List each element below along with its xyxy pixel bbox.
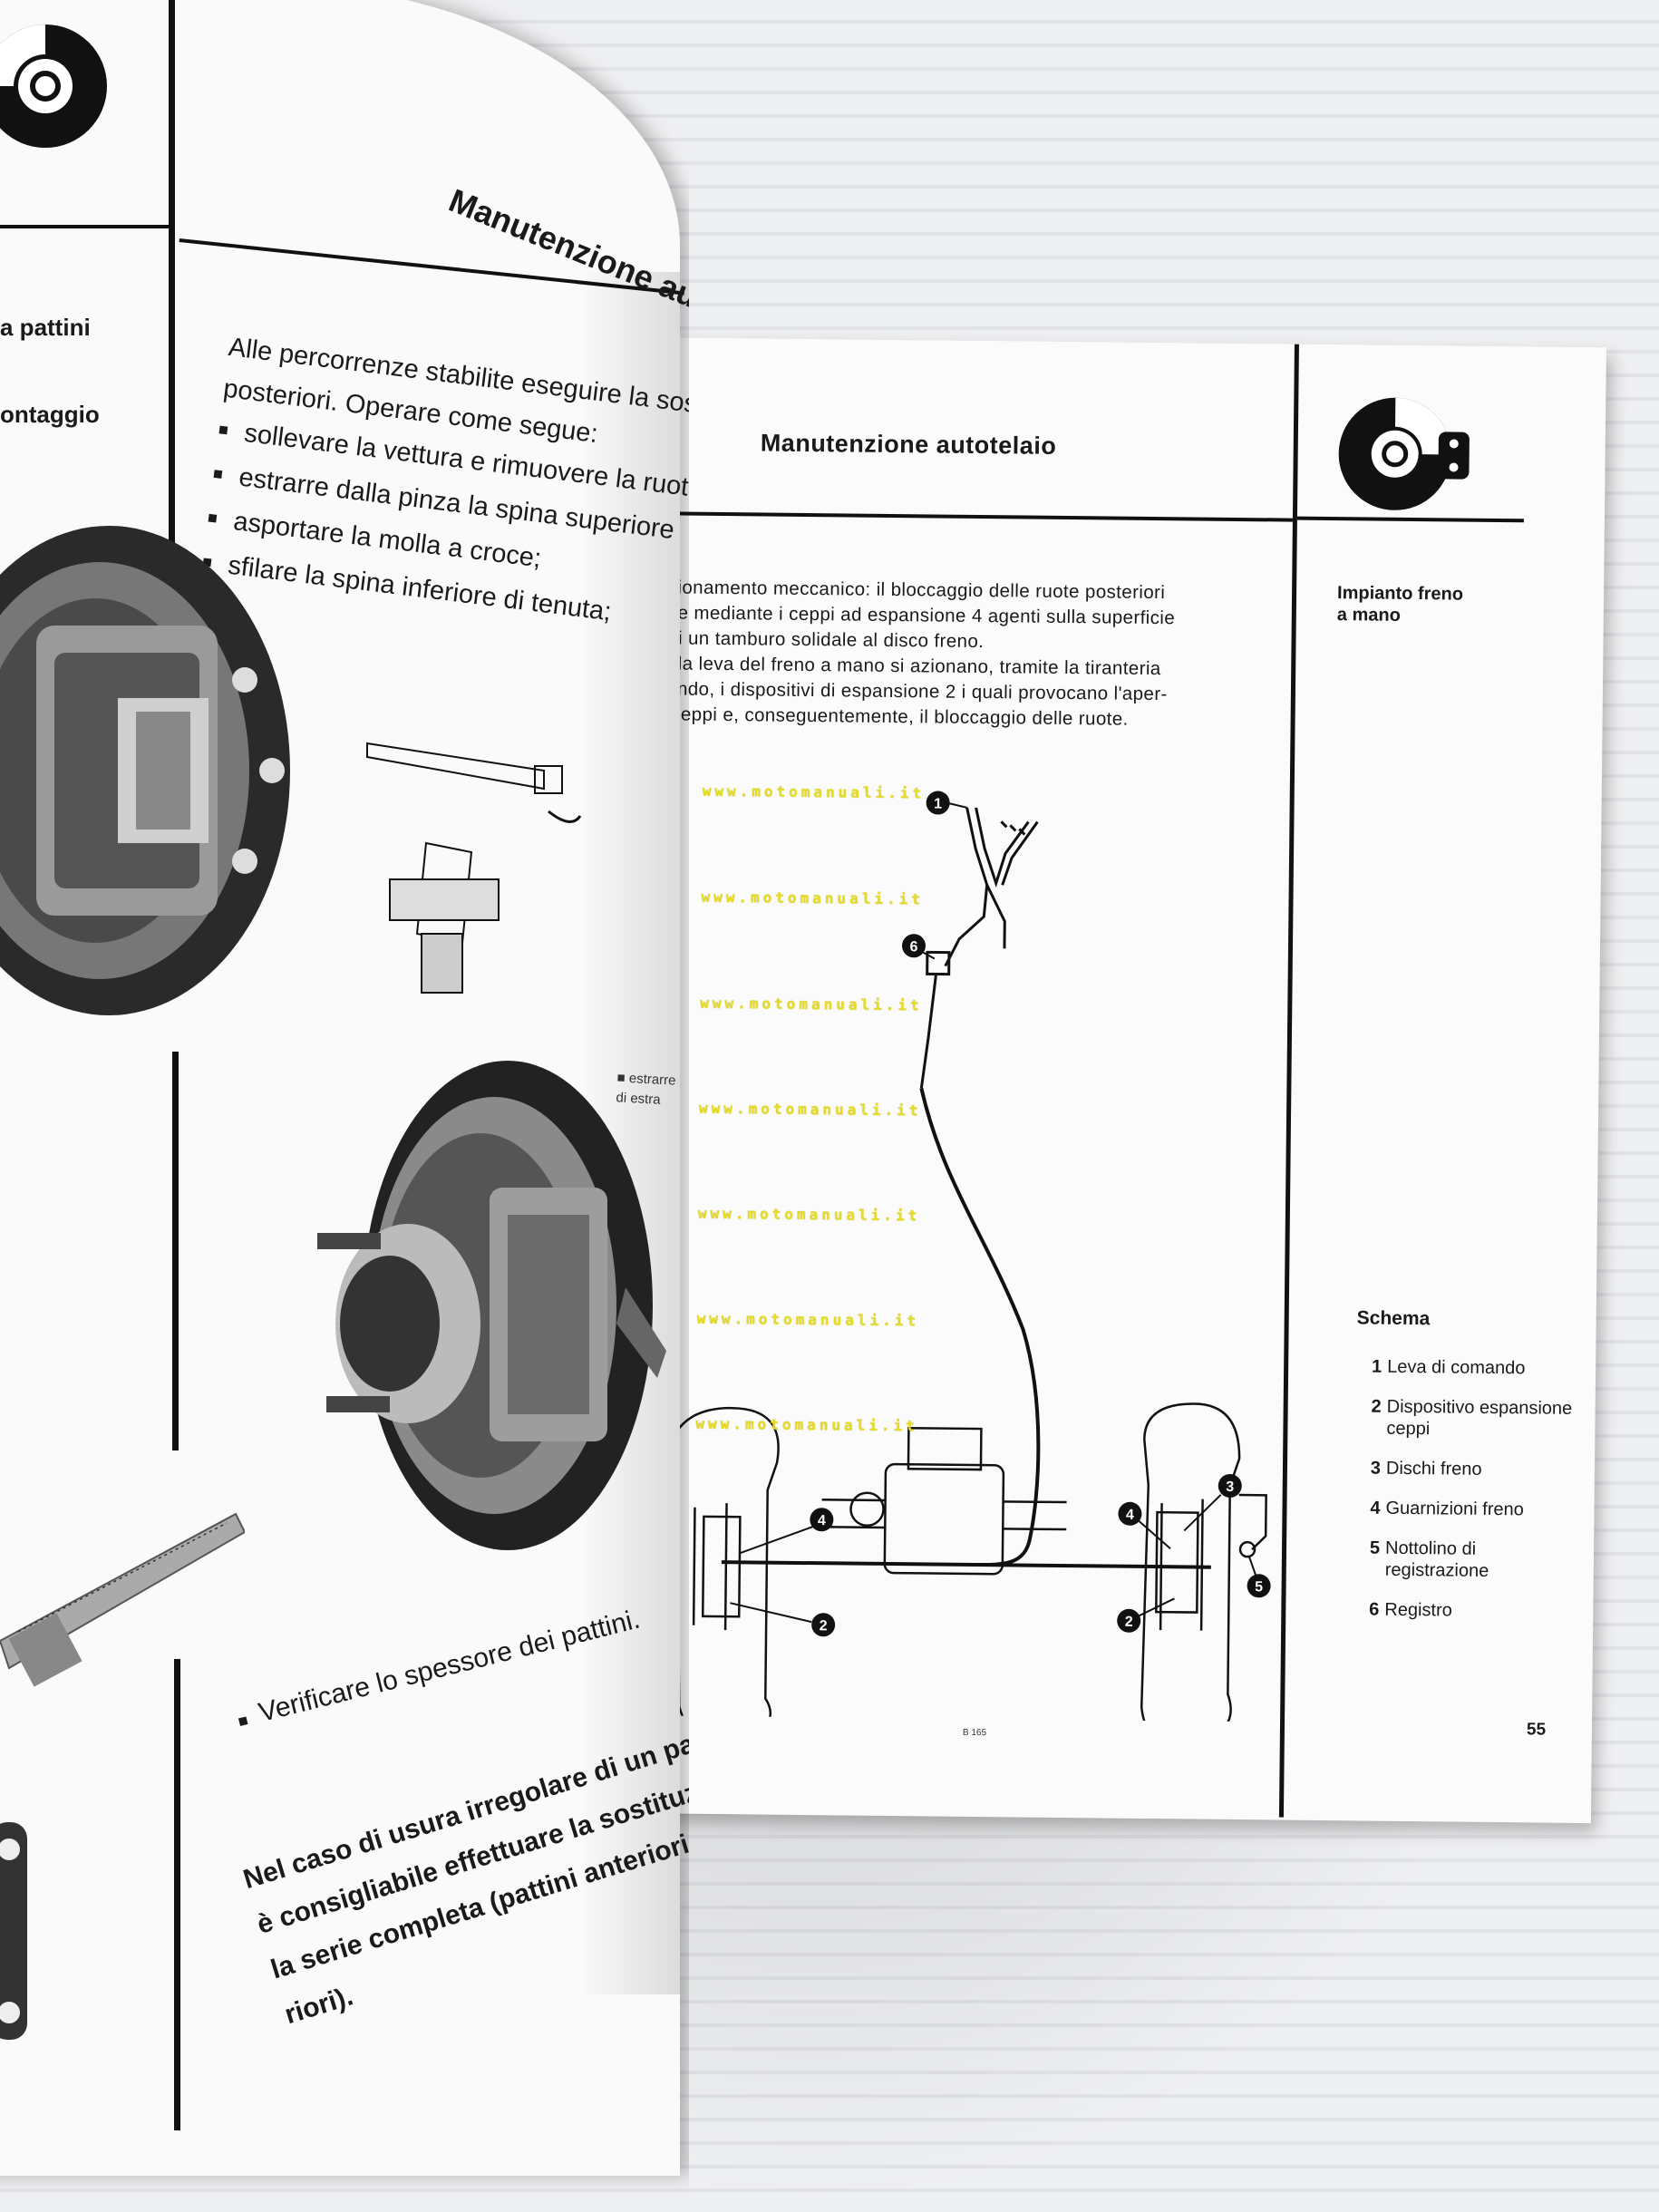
legend-item: 2 Dispositivo espansione ceppi xyxy=(1355,1395,1582,1441)
legend-number: 5 xyxy=(1369,1538,1381,1558)
watermark-text: www.motomanuali.it xyxy=(697,1204,921,1225)
vernier-caliper-photo xyxy=(0,1512,245,1687)
svg-text:2: 2 xyxy=(820,1618,828,1634)
differential-drawing xyxy=(821,1426,1067,1576)
brake-disc-logo-icon xyxy=(0,24,107,148)
sidebar-title-line: a mano xyxy=(1336,605,1401,626)
paragraph-line: dei ceppi e, conseguentemente, il blocca… xyxy=(639,703,1129,730)
svg-text:4: 4 xyxy=(1126,1508,1134,1523)
brake-linkage-photo xyxy=(0,1822,27,2040)
left-page: a pattini ontaggio Manutenzione aut Alle… xyxy=(0,0,689,2212)
callout-3: 3 xyxy=(1183,1473,1242,1532)
lever-drawing xyxy=(919,807,1039,1089)
page-header: Manutenzione autotelaio xyxy=(760,429,1057,460)
brake-disc-logo-icon xyxy=(1338,397,1470,510)
sidebar-label: a pattini xyxy=(0,314,91,341)
column-divider xyxy=(172,1052,179,1450)
spring-and-pin-drawing xyxy=(366,742,582,994)
watermark-text: www.motomanuali.it xyxy=(702,781,926,802)
schema-legend: 1 Leva di comando 2 Dispositivo espansio… xyxy=(1353,1355,1583,1641)
legend-item: 5 Nottolino di registrazione xyxy=(1354,1537,1581,1583)
caption-line: di estra xyxy=(616,1090,662,1108)
photo-caption: ■ estrarre di estra xyxy=(616,1068,676,1111)
svg-text:1: 1 xyxy=(934,796,942,811)
sidebar-label: ontaggio xyxy=(0,401,100,428)
legend-number: 4 xyxy=(1370,1498,1381,1518)
callout-2-left: 2 xyxy=(730,1602,836,1637)
callout-1: 1 xyxy=(926,791,967,815)
callout-4-right: 4 xyxy=(1118,1501,1171,1550)
callout-5: 5 xyxy=(1247,1556,1271,1598)
hub-caliper-photo xyxy=(317,1061,666,1550)
column-divider xyxy=(174,1659,180,2130)
legend-item: 1 Leva di comando xyxy=(1356,1355,1583,1380)
schema-title: Schema xyxy=(1356,1307,1431,1330)
legend-text: Guarnizioni freno xyxy=(1385,1498,1524,1520)
legend-number: 1 xyxy=(1371,1356,1382,1377)
watermark-text: www.motomanuali.it xyxy=(696,1309,920,1330)
watermark-text: www.motomanuali.it xyxy=(695,1414,918,1435)
watermark-text: www.motomanuali.it xyxy=(700,994,923,1014)
legend-text: Dischi freno xyxy=(1385,1458,1482,1480)
callout-2-right: 2 xyxy=(1117,1597,1175,1633)
handbrake-schematic-diagram: 1 6 4 2 3 4 2 xyxy=(666,791,1271,1722)
svg-text:5: 5 xyxy=(1255,1579,1263,1595)
legend-number: 3 xyxy=(1370,1458,1382,1479)
adjustment-pawl-drawing xyxy=(1238,1493,1267,1558)
svg-text:3: 3 xyxy=(1226,1480,1234,1495)
header-rule xyxy=(0,225,172,228)
right-page: Manutenzione autotelaio Impianto freno a… xyxy=(618,337,1606,1824)
svg-text:2: 2 xyxy=(1125,1615,1133,1630)
sidebar-title-line: Impianto freno xyxy=(1336,583,1464,605)
legend-text: Dispositivo espansione ceppi xyxy=(1386,1396,1573,1440)
legend-item: 6 Registro xyxy=(1353,1598,1580,1623)
brake-caliper-photo xyxy=(0,526,290,1015)
left-wheel-drawing xyxy=(666,1406,780,1722)
motion-arrow-icon xyxy=(1000,820,1026,836)
callout-6: 6 xyxy=(901,934,936,960)
right-wheel-drawing xyxy=(1140,1402,1241,1722)
legend-number: 2 xyxy=(1371,1396,1382,1417)
sidebar-section-title: Impianto freno a mano xyxy=(1337,582,1518,627)
page-number: 55 xyxy=(1526,1720,1547,1740)
svg-text:4: 4 xyxy=(818,1513,826,1528)
header-rule xyxy=(632,510,1293,522)
column-divider xyxy=(169,0,175,562)
svg-text:6: 6 xyxy=(909,939,917,955)
legend-item: 4 Guarnizioni freno xyxy=(1354,1497,1581,1521)
legend-text: Nottolino di registrazione xyxy=(1384,1538,1489,1581)
intro-paragraph: funzionamento meccanico: il bloccaggio d… xyxy=(639,575,1276,733)
brake-cable xyxy=(721,1087,1041,1567)
column-divider xyxy=(1278,344,1299,1818)
legend-text: Leva di comando xyxy=(1387,1356,1526,1379)
figure-code: B 165 xyxy=(962,1727,987,1739)
legend-item: 3 Dischi freno xyxy=(1355,1457,1582,1481)
callout-4-left: 4 xyxy=(739,1508,834,1555)
watermark-text: www.motomanuali.it xyxy=(701,888,925,908)
legend-number: 6 xyxy=(1369,1599,1380,1620)
watermark-text: www.motomanuali.it xyxy=(699,1099,922,1120)
legend-text: Registro xyxy=(1384,1599,1452,1621)
